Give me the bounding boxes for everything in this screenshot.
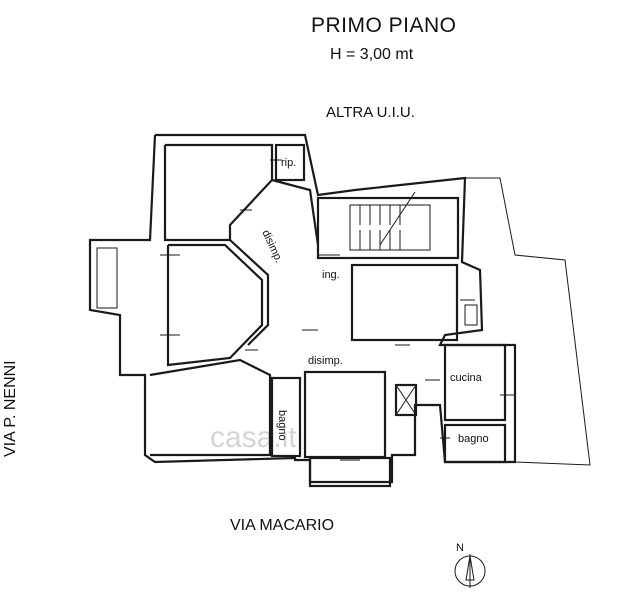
stair-treads xyxy=(359,191,416,250)
shaft xyxy=(394,383,418,417)
room-wall xyxy=(274,143,306,182)
stairwell xyxy=(316,196,460,260)
room-label-rip: rip. xyxy=(281,157,296,169)
ceiling-height-note: H = 3,00 mt xyxy=(330,46,414,63)
watermark: casa.it xyxy=(210,421,297,454)
room-label-bagno-left: bagno xyxy=(276,410,288,441)
room-label-cucina: cucina xyxy=(450,372,483,384)
room-wall xyxy=(443,423,507,464)
room-wall xyxy=(163,143,274,242)
room-label-ing: ing. xyxy=(322,269,340,281)
balcony xyxy=(308,456,392,488)
room-label-disimp-lower: disimp. xyxy=(308,355,343,367)
compass-north-label: N xyxy=(456,542,464,554)
room-wall xyxy=(166,243,264,367)
room-wall xyxy=(271,178,320,246)
room-label-disimp-upper: disimp. xyxy=(259,228,285,265)
room-wall xyxy=(443,343,507,422)
room-label-bagno-right: bagno xyxy=(458,433,489,445)
terrace-outline xyxy=(465,177,591,466)
outer-wall xyxy=(88,133,517,484)
room-wall xyxy=(149,358,272,457)
page-title: PRIMO PIANO xyxy=(311,14,457,37)
flue xyxy=(464,304,478,326)
north-boundary-label: ALTRA U.I.U. xyxy=(326,104,415,121)
room-wall xyxy=(229,239,270,346)
room-wall xyxy=(270,376,302,458)
south-street-label: VIA MACARIO xyxy=(230,517,335,534)
door-marks xyxy=(160,159,515,461)
room-wall xyxy=(350,263,459,342)
bay-window xyxy=(96,247,118,309)
shaft-cross xyxy=(395,384,417,416)
room-wall xyxy=(303,370,387,459)
compass-icon: N xyxy=(454,542,486,588)
